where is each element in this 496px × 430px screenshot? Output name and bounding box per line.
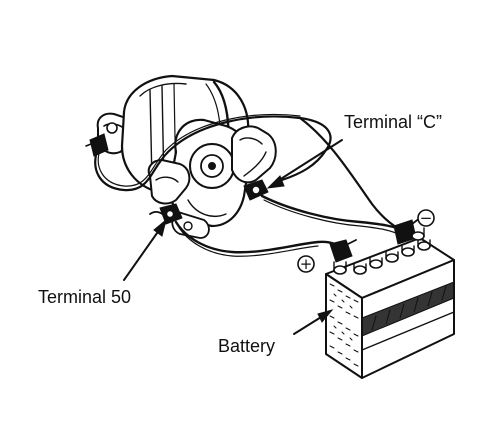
terminal-c-stud: [243, 179, 269, 201]
lead-positive: [174, 220, 346, 254]
lead-loop-top-inner: [97, 113, 301, 187]
test-leads: [85, 113, 421, 263]
battery-side: [361, 259, 455, 379]
label-battery: Battery: [218, 336, 275, 356]
solenoid: [231, 125, 277, 184]
terminal-50-stud: [149, 203, 183, 225]
battery-positive-terminal: [333, 261, 347, 275]
arrow-terminal-c: [266, 139, 343, 189]
label-terminal-50: Terminal 50: [38, 287, 131, 307]
lead-upper-right: [298, 116, 410, 236]
positive-symbol-text: +: [300, 255, 313, 273]
negative-symbol: −: [417, 209, 435, 227]
battery-cell-caps: [353, 239, 431, 275]
lead-negative-inner: [263, 199, 403, 237]
battery-side-band-lower: [361, 311, 455, 351]
arrow-battery: [293, 309, 334, 335]
battery: [325, 227, 455, 379]
pinion-housing: [147, 159, 191, 205]
positive-clip: [329, 239, 357, 263]
positive-symbol: +: [297, 255, 315, 273]
negative-symbol-text: −: [420, 209, 433, 227]
battery-front-texture: [329, 283, 359, 367]
starter-motor: [96, 74, 277, 239]
lead-negative: [260, 194, 408, 234]
lead-positive-inner: [177, 225, 319, 257]
label-terminal-c: Terminal “C”: [344, 112, 442, 132]
left-clip: [85, 133, 109, 157]
battery-negative-terminal: [411, 227, 425, 241]
arrow-terminal-50: [123, 218, 167, 281]
battery-band-hatch: [371, 285, 447, 331]
